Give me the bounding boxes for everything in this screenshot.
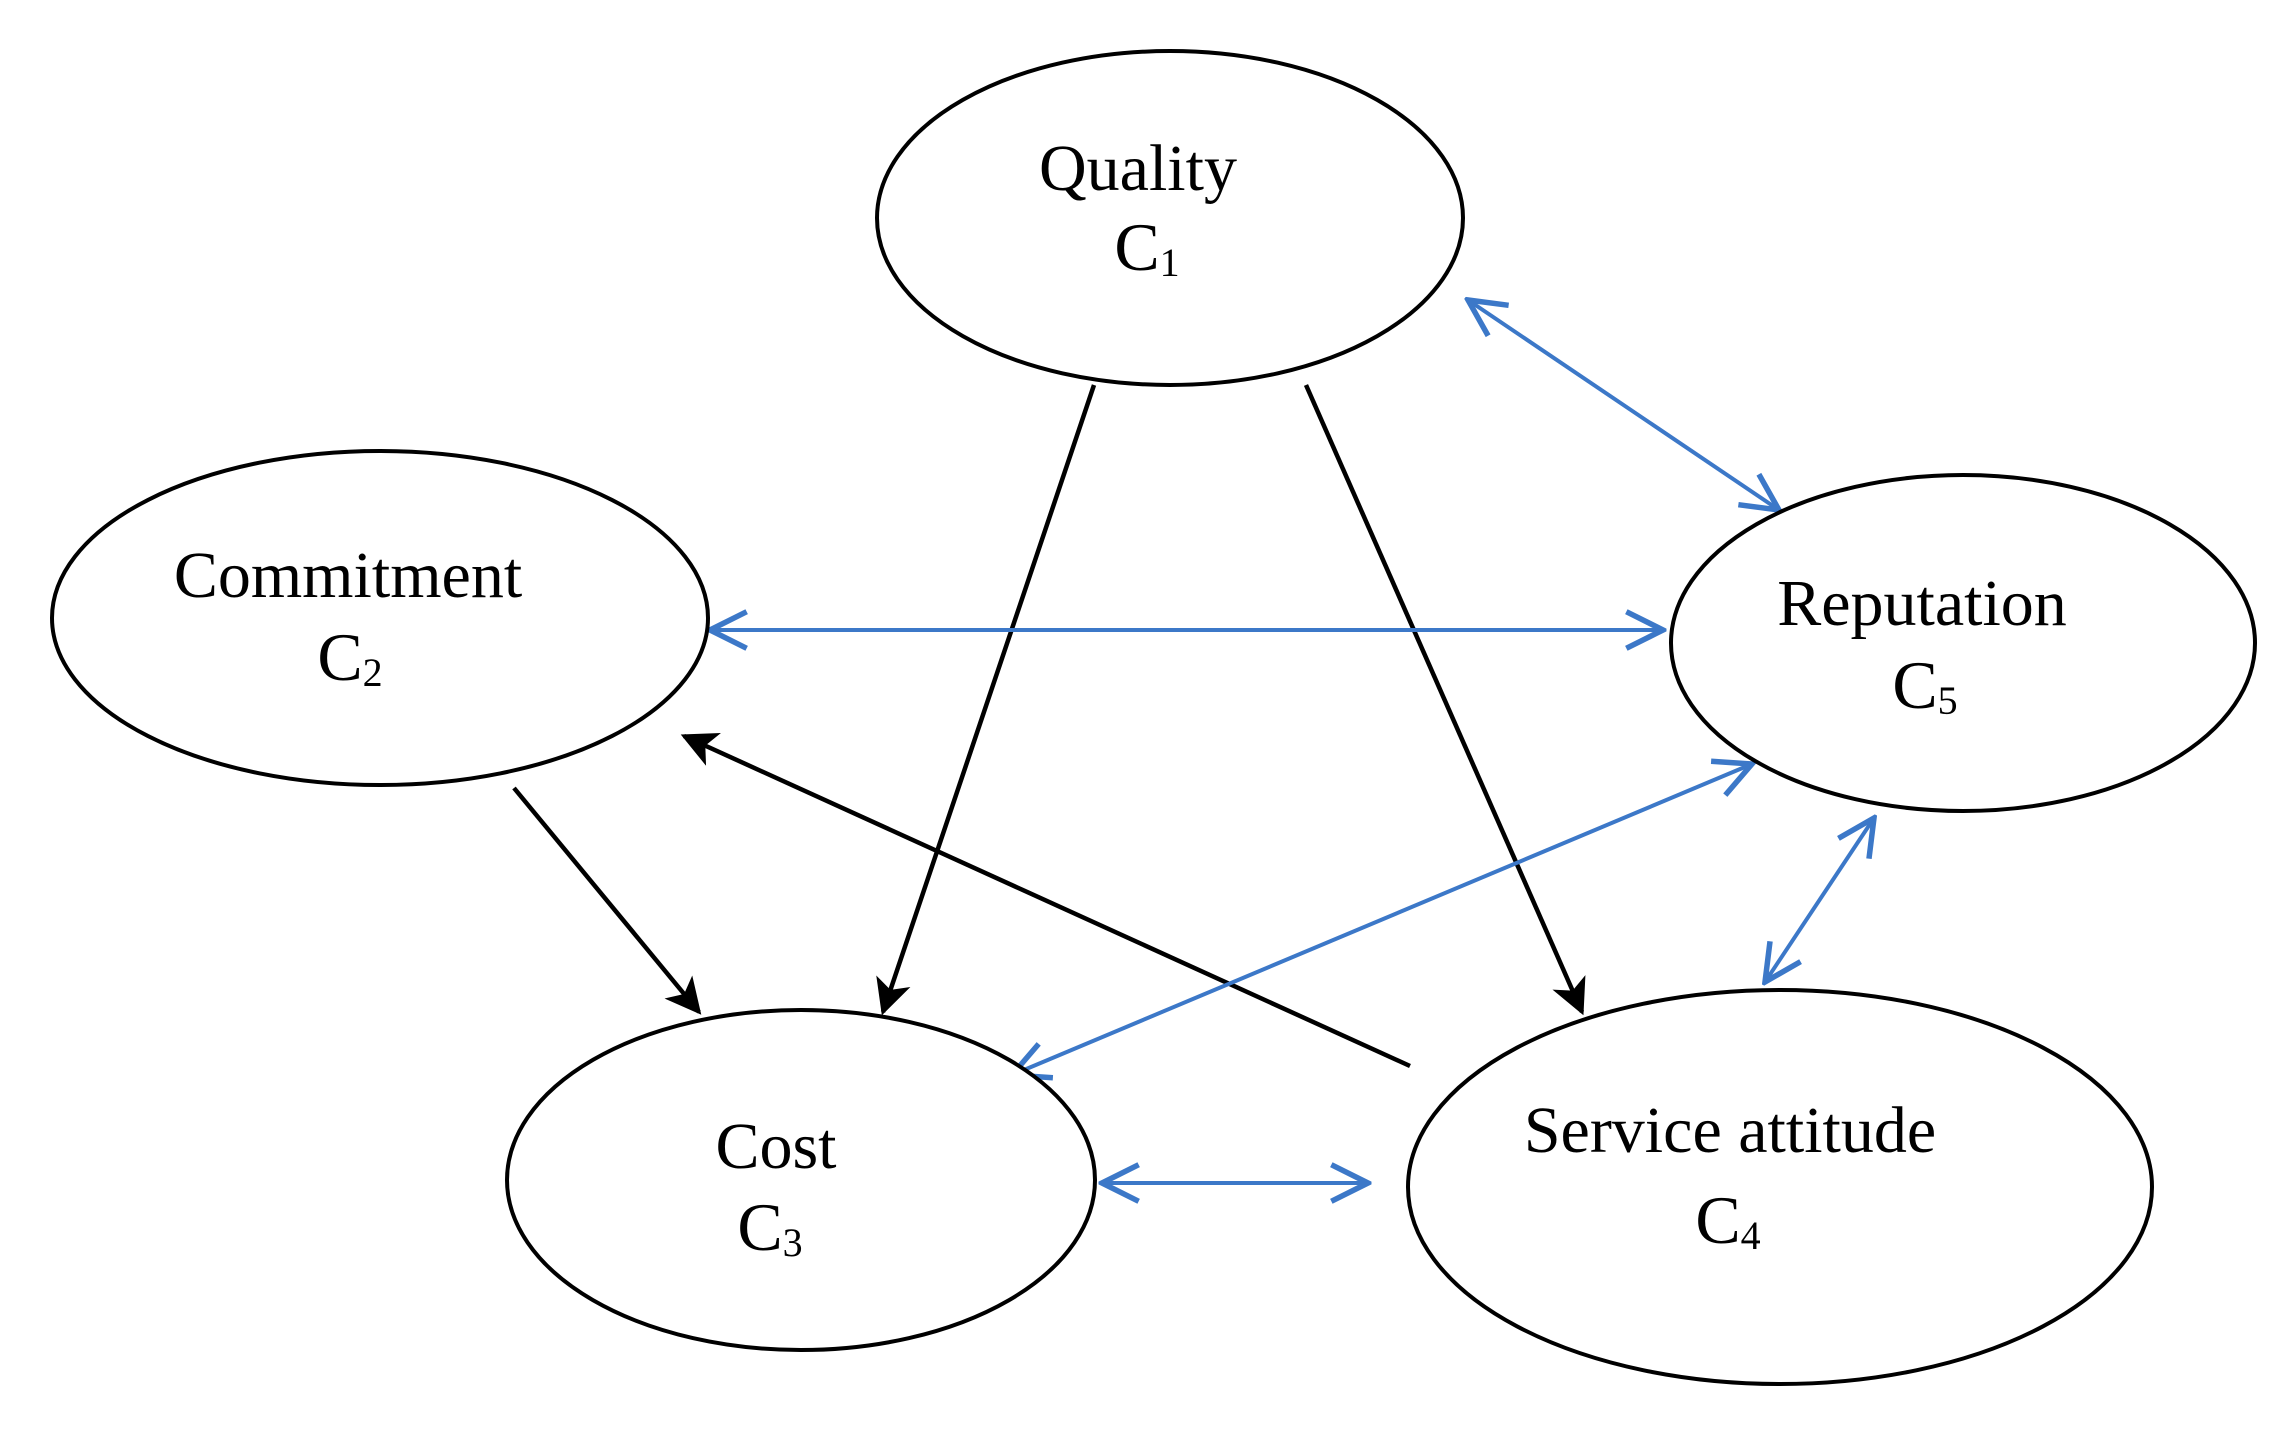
node-reputation-label: Reputation: [1777, 567, 2067, 640]
node-quality-label: Quality: [1039, 132, 1237, 205]
node-reputation-shape: [1669, 473, 2257, 813]
node-commitment-code: C2: [317, 619, 382, 695]
edge-quality-to-cost: [876, 384, 1097, 1016]
edge-quality-reputation: [1468, 300, 1779, 510]
node-commitment-shape: [50, 449, 710, 787]
node-service: Service attitude C4: [1406, 988, 2154, 1386]
edges-layer: [512, 300, 1874, 1183]
node-quality-code: C1: [1114, 209, 1179, 285]
edge-cost-reputation: [1012, 764, 1752, 1075]
node-service-code: C4: [1695, 1182, 1760, 1258]
node-cost-shape: [505, 1008, 1097, 1352]
node-cost: Cost C3: [505, 1008, 1097, 1352]
node-cost-code: C3: [737, 1189, 802, 1265]
node-commitment: Commitment C2: [50, 449, 710, 787]
node-service-shape: [1406, 988, 2154, 1386]
node-commitment-label: Commitment: [174, 539, 522, 612]
node-reputation-code: C5: [1892, 647, 1957, 723]
node-cost-label: Cost: [715, 1110, 836, 1183]
node-service-label: Service attitude: [1524, 1094, 1936, 1167]
edge-commitment-to-cost: [512, 786, 702, 1015]
edge-service-reputation: [1765, 818, 1874, 982]
edge-quality-to-service: [1303, 384, 1586, 1016]
node-reputation: Reputation C5: [1669, 473, 2257, 813]
node-quality-shape: [875, 49, 1465, 387]
node-quality: Quality C1: [875, 49, 1465, 387]
